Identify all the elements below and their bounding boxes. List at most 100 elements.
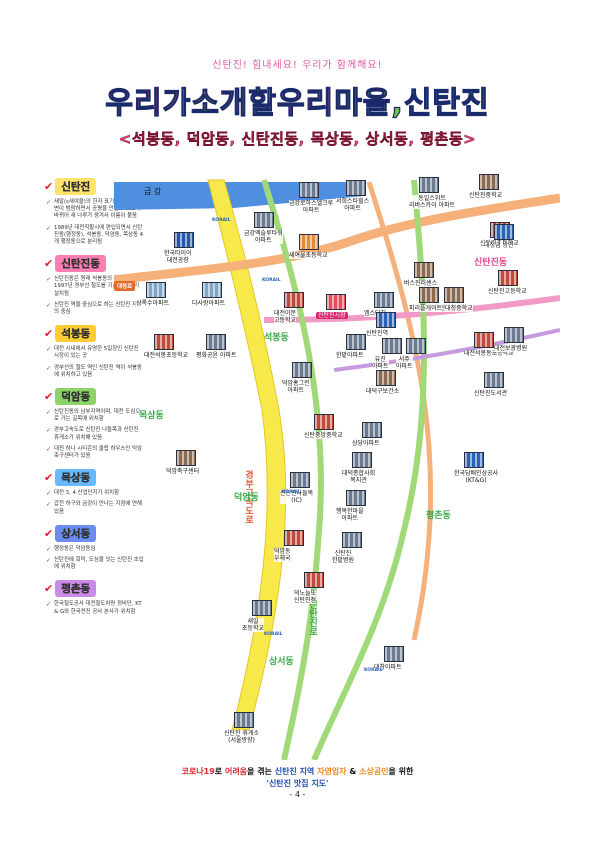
legend-title: 신탄진동	[55, 255, 106, 273]
footer-text: 을 위한	[388, 767, 414, 776]
title-part: 가	[162, 85, 192, 121]
legend-section: ✔신탄진동✓신탄진동은 원래 석봉동의 일부였으나, 1997년 경부선 철도를…	[44, 255, 144, 316]
legend-title: 목상동	[55, 469, 97, 487]
tick-icon: ✓	[46, 427, 52, 435]
check-icon: ✔	[44, 390, 54, 404]
legend-section: ✔신탄진✓새말(s새여울)의 한자 표기로, 홍수로 강변이 범람하면서 공평을…	[44, 178, 144, 246]
building-icon	[382, 338, 402, 354]
place-label: 대전대청중학교	[434, 305, 473, 312]
building-icon	[284, 530, 304, 546]
building-icon	[304, 572, 324, 588]
building-icon	[299, 234, 319, 250]
place-label: 신탄진도서관	[474, 390, 508, 397]
page-title: 우리가 소개할 우리 마을, 신탄진	[0, 78, 595, 122]
building-icon	[146, 282, 166, 298]
place-label: 대전석봉초등학교	[144, 352, 189, 359]
tick-icon: ✓	[46, 501, 52, 509]
building-icon	[346, 180, 366, 196]
place-label: 대덕구보건소	[366, 388, 400, 395]
place-label: 신탄진중학교	[469, 192, 503, 199]
tick-icon: ✓	[46, 199, 52, 206]
legend-note: ✓신탄진에 회덕, 도심을 잇는 신탄진 초입에 위치함	[46, 557, 144, 571]
tick-icon: ✓	[46, 224, 52, 232]
place-label: 대전보광병원	[494, 345, 528, 352]
legend-note: ✓대전 3, 4 산업단지가 위치함	[46, 490, 144, 497]
place-label: 대전석봉동초등학교	[464, 350, 514, 357]
building-icon	[252, 600, 272, 616]
legend-section: ✔덕암동✓신탄진동의 남부지역이며, 대전 도심으로 가는 길목에 위치함✓경부…	[44, 388, 144, 460]
place-label: 서주 아파트	[396, 356, 413, 370]
legend-heading: ✔평촌동	[44, 580, 144, 598]
legend-heading: ✔신탄진동	[44, 255, 144, 273]
tick-icon: ✓	[46, 545, 52, 553]
legend-note-text: 대전 시내에서 유명한 5일장인 신탄진 시장이 있는 곳	[54, 346, 139, 360]
legend-note: ✓행정동은 덕암동임	[46, 546, 144, 553]
place-label: 한국타이어 대전공장	[164, 250, 192, 264]
place-label: 덕암홍그린 아파트	[282, 380, 310, 394]
legend-title: 덕암동	[55, 388, 97, 406]
place-label: 한국담배인삼공사 (KT&G)	[454, 470, 499, 484]
korail-marker: KORAIL	[364, 668, 383, 673]
road-label-local: 신탄진로	[307, 600, 317, 636]
legend-heading: ✔신탄진	[44, 178, 144, 195]
building-icon	[202, 282, 222, 298]
footer-text: 어려움	[224, 767, 248, 776]
building-icon	[376, 312, 396, 328]
tick-icon: ✓	[46, 409, 52, 417]
place-label: 피리플게이트	[409, 305, 443, 312]
place-label: 신탄진역	[366, 330, 389, 337]
building-icon	[174, 232, 194, 248]
building-icon	[254, 212, 274, 228]
title-part: 할	[248, 85, 277, 121]
check-icon: ✔	[44, 471, 54, 485]
page-subtitle: <석봉동, 덕암동, 신탄진동, 목상동, 상서동, 평촌동>	[118, 130, 477, 149]
legend-note-text: 대전 3, 4 산업단지가 위치함	[54, 490, 120, 497]
building-icon	[314, 414, 334, 430]
legend-title: 평촌동	[55, 580, 97, 598]
tick-icon: ✓	[46, 346, 52, 354]
tick-icon: ✓	[46, 557, 52, 565]
building-icon	[474, 332, 494, 348]
legend-title: 상서동	[55, 524, 97, 542]
building-icon	[376, 370, 396, 386]
tick-icon: ✓	[46, 301, 52, 309]
building-icon	[346, 334, 366, 350]
korail-marker: KORAIL	[212, 218, 231, 223]
building-icon	[444, 287, 464, 303]
place-label: 행복한마을 아파트	[336, 508, 364, 522]
building-icon	[326, 294, 346, 310]
legend-title: 신탄진	[55, 178, 97, 195]
tagline: 신탄진! 힘내세요! 우리가 함께해요!	[212, 60, 383, 71]
check-icon: ✔	[44, 526, 54, 540]
footer-line2: '신탄진 맛집 지도'	[266, 779, 329, 788]
building-icon	[498, 270, 518, 286]
building-icon	[504, 327, 524, 343]
legend-note-text: 경부선의 철도 역인 신탄진 역이 석봉동에 위치하고 있음	[54, 364, 142, 378]
daecheong-road	[114, 193, 560, 285]
building-icon	[346, 490, 366, 506]
building-icon	[384, 646, 404, 662]
footer-text: 신탄진 지역	[274, 767, 318, 776]
building-icon	[374, 292, 394, 308]
footer-text: &	[346, 767, 360, 776]
page-number: - 4 -	[289, 790, 306, 799]
place-label: 신탄진 휴게소 (서울방향)	[224, 730, 260, 744]
building-icon	[154, 334, 174, 350]
footer-text: 을 겪는	[247, 767, 275, 776]
building-icon	[419, 287, 439, 303]
legend-heading: ✔상서동	[44, 524, 144, 542]
place-label: 덕암축구센터	[166, 468, 200, 475]
purple-road	[333, 328, 560, 372]
place-label: 대덕종합사회 복지관	[342, 470, 376, 484]
building-icon	[234, 712, 254, 728]
legend-note-text: 신탄진에 회덕, 도심을 잇는 신탄진 초입에 위치함	[54, 557, 144, 571]
place-label: 대전이문 고등학교	[274, 310, 297, 324]
avenue-sign: 대청로	[114, 281, 136, 291]
legend-heading: ✔석봉동	[44, 325, 144, 343]
building-icon	[206, 334, 226, 350]
building-icon	[362, 422, 382, 438]
building-icon	[464, 452, 484, 468]
legend-note: ✓한국철도공사 대전철도차량 정비단, KT & G와 한국전진 공사 본사가 …	[46, 601, 144, 615]
place-label: 신탄진 한밭병원	[332, 550, 355, 564]
